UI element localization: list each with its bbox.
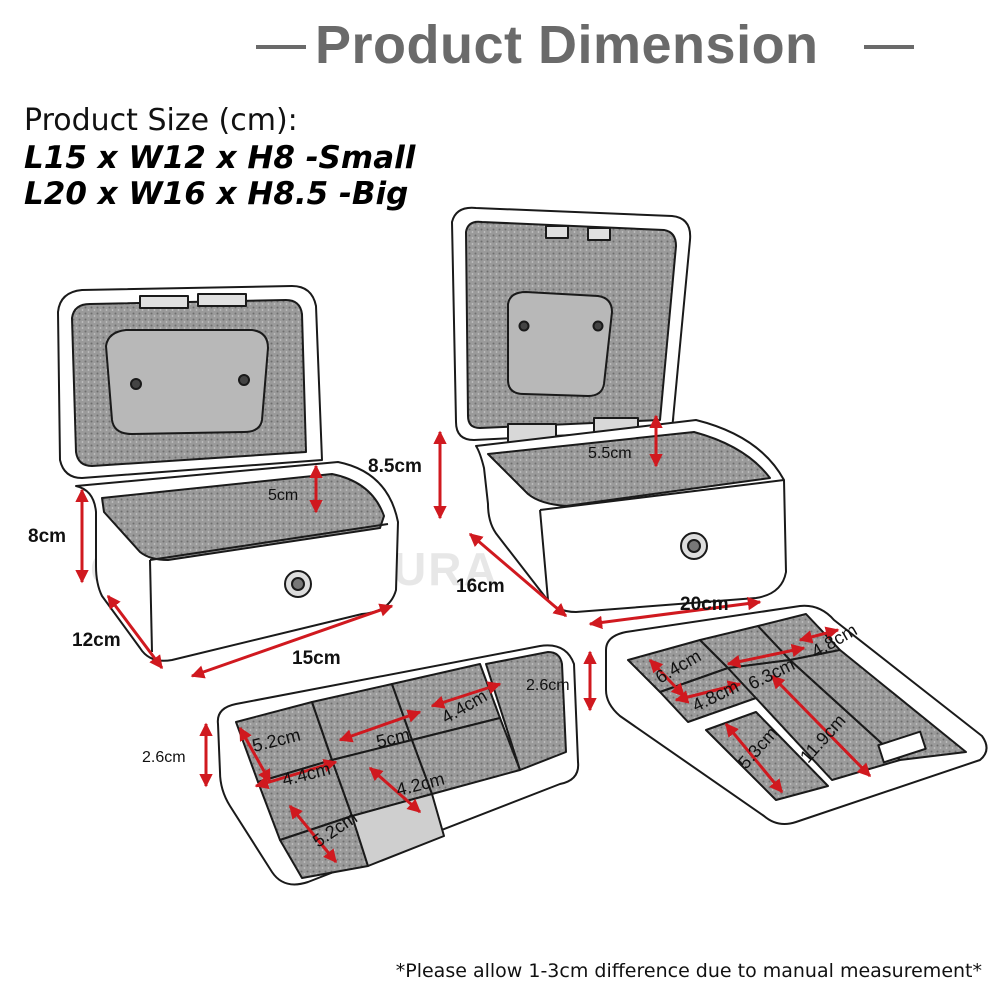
small-tray-arrow-5: [368, 766, 422, 814]
small-length-label: 15cm: [292, 648, 341, 669]
big-tray-arrow-6: [770, 674, 872, 778]
small-tray-height-label: 2.6cm: [142, 749, 186, 766]
page-title: Product Dimension: [315, 15, 819, 75]
title-left-dash: [256, 45, 306, 49]
big-width-label: 16cm: [456, 576, 505, 597]
big-length-arrow: [588, 596, 762, 630]
big-tray-arrow-2: [674, 680, 742, 704]
big-length-label: 20cm: [680, 594, 729, 615]
dimension-arrows: [75, 414, 872, 864]
small-width-arrow: [106, 594, 164, 670]
big-height-label: 8.5cm: [368, 456, 422, 477]
big-tray-arrow-3: [726, 643, 806, 669]
measurement-footnote: *Please allow 1-3cm difference due to ma…: [395, 960, 982, 982]
big-tray-height-label: 2.6cm: [526, 677, 570, 694]
small-inner-depth-label: 5cm: [268, 487, 298, 504]
big-inner-depth-label: 5.5cm: [588, 445, 632, 462]
small-tray-arrow-6: [288, 804, 338, 864]
title-right-dash: [864, 45, 914, 49]
small-tray-arrow-2: [338, 709, 422, 743]
small-height-label: 8cm: [28, 526, 66, 547]
title-row: Product Dimension: [0, 8, 1000, 78]
big-coin-tray: [605, 604, 988, 825]
product-size-block: Product Size (cm): L15 x W12 x H8 -Small…: [24, 102, 415, 212]
small-tray-arrow-3: [430, 681, 502, 709]
big-tray-arrow-5: [724, 722, 784, 794]
big-width-arrow: [468, 532, 568, 618]
big-cash-box: [451, 206, 787, 613]
product-size-small: L15 x W12 x H8 -Small: [24, 140, 416, 176]
small-cash-box: [57, 285, 399, 662]
small-coin-tray: [216, 644, 580, 886]
small-tray-arrow-4: [254, 759, 338, 789]
product-size-big: L20 x W16 x H8.5 -Big: [24, 176, 409, 212]
small-width-label: 12cm: [72, 630, 121, 651]
small-length-arrow: [190, 603, 394, 679]
product-size-heading: Product Size (cm):: [24, 103, 298, 138]
big-tray-arrow-4: [798, 626, 840, 644]
